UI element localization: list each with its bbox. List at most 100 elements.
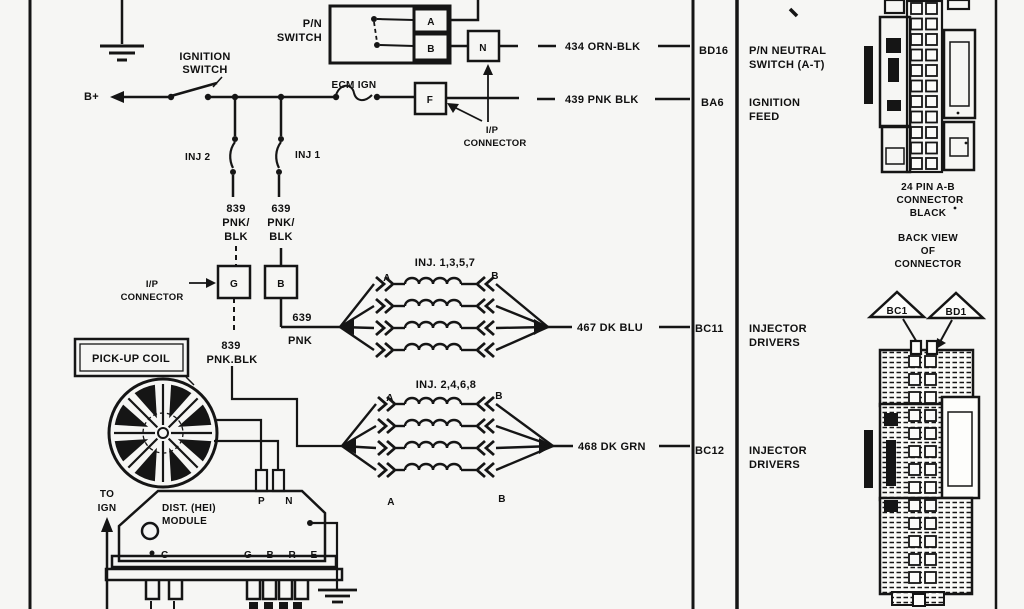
arrow-to-f-box	[447, 103, 459, 113]
scan-speck	[953, 206, 957, 210]
bd1-arrowhead	[936, 338, 946, 349]
b-plus-label: B+	[84, 91, 99, 103]
pin-bc11-desc: DRIVERS	[749, 337, 800, 349]
pickup-coil-label: PICK-UP COIL	[92, 353, 170, 365]
module-title: MODULE	[162, 516, 207, 527]
bd1-pin-target	[925, 339, 939, 356]
wire-639-pnk-label: 639	[292, 312, 311, 324]
ip-connector-label: CONNECTOR	[464, 138, 527, 149]
bd1-label: BD1	[946, 307, 967, 318]
left-arrowhead	[110, 91, 124, 103]
wire-639-pnk-label: PNK	[288, 335, 312, 347]
ignition-switch-label: IGNITION	[179, 51, 230, 63]
scan-speck	[964, 141, 968, 145]
bc1-pin-target	[909, 339, 923, 356]
inj2-switch-blade	[229, 141, 236, 169]
terminal-b-label: B	[427, 44, 435, 55]
module-base-plate-2	[104, 567, 344, 582]
pin-bd16: BD16	[699, 45, 728, 57]
wire-839-routing: 839 PNK.BLK	[207, 340, 342, 448]
pickup-wire-n	[214, 439, 280, 470]
scan-tick-mark	[788, 7, 799, 18]
connector-24pin-front-view: 24 PIN A-B CONNECTOR BLACK	[864, 0, 977, 219]
bd1-flag	[925, 291, 987, 320]
inj2-fuse-branch: INJ 2	[185, 97, 238, 197]
fan2-b-top-label: B	[495, 391, 503, 402]
label-pointer	[212, 76, 223, 88]
back-view-caption: OF	[921, 246, 936, 257]
module-base-plate-1	[110, 554, 338, 569]
fan1-b-label: B	[491, 271, 499, 282]
fan2-b-bottom-label: B	[498, 494, 506, 505]
connector-24pin-caption: BLACK	[910, 208, 947, 219]
module-body	[117, 489, 327, 563]
wire-839-stack-label: 839 PNK/ BLK	[222, 203, 249, 243]
pin-spine	[905, 0, 944, 174]
pin-bc11-desc: INJECTOR	[749, 323, 807, 335]
injector-group-2468: INJ. 2,4,6,8 A B A B 468 DK GRN	[341, 379, 690, 508]
ignition-switch-blade	[170, 81, 218, 98]
fan2-a-bottom-label: A	[387, 497, 395, 508]
inj1-fuse-branch: INJ 1	[275, 97, 320, 197]
dist-hei-module: P N DIST. (HEI) MODULE C G B R E	[104, 468, 357, 609]
pin-cells-back	[908, 355, 937, 584]
wire-839-line2: PNK/	[222, 217, 249, 229]
ecm-ign-fuse-label: ECM IGN	[332, 80, 377, 91]
connector-24pin-caption: 24 PIN A-B	[901, 182, 955, 193]
wire-467-label: 467 DK BLU	[577, 322, 643, 334]
connector-24pin-caption: CONNECTOR	[897, 195, 964, 206]
wire-839-feed	[230, 366, 342, 448]
bc1-label: BC1	[887, 306, 908, 317]
inj2-label: INJ 2	[185, 152, 211, 163]
pn-switch-label: SWITCH	[277, 32, 322, 44]
ip-connector-label: I/P	[486, 125, 499, 136]
inj-group1-label: INJ. 1,3,5,7	[415, 257, 475, 269]
p-terminal-post	[254, 468, 269, 493]
connector-back-view: BACK VIEW OF CONNECTOR BC1 BD1	[864, 233, 987, 607]
ecm-ign-fuse-symbol	[335, 84, 373, 101]
ignition-feed-circuit: B+ IGNITION SWITCH ECM IGN F 439 PNK BLK	[84, 51, 690, 116]
terminal-b2-label: B	[277, 279, 285, 290]
pn-switch-label: P/N	[303, 18, 322, 30]
pin-bc12: BC12	[695, 445, 724, 457]
wire-434-label: 434 ORN-BLK	[565, 41, 640, 53]
ip-connector-g-terminal: G I/P CONNECTOR	[121, 246, 252, 330]
pin-bc12-desc: DRIVERS	[749, 459, 800, 471]
pin-bc11: BC11	[695, 323, 724, 335]
ignition-switch-label: SWITCH	[182, 64, 227, 76]
inj1-switch-blade	[275, 141, 282, 169]
bc1-flag	[866, 290, 928, 319]
terminal-a-label: A	[427, 17, 435, 28]
ip-connector-label-left: CONNECTOR	[121, 292, 184, 303]
ip-connector-callout-top: I/P CONNECTOR	[447, 64, 526, 149]
page-border-lines	[28, 0, 998, 609]
wire-639-line2: PNK/	[267, 217, 294, 229]
pin-cells-top	[910, 2, 938, 170]
distributor-wheel	[107, 377, 219, 489]
pin-bd16-desc: P/N NEUTRAL	[749, 45, 826, 57]
to-ign-callout: TO IGN	[98, 489, 117, 609]
wire-639-line1: 639	[271, 203, 290, 215]
ip-connector-n-terminal: N 434 ORN-BLK	[466, 29, 690, 63]
back-view-caption: CONNECTOR	[895, 259, 962, 270]
wire-839-pnkblk-label: PNK.BLK	[207, 354, 258, 366]
wire-a-to-top	[448, 0, 480, 22]
wire-839-line3: BLK	[224, 231, 248, 243]
to-ign-label: TO	[100, 489, 114, 500]
n-terminal-post	[271, 468, 286, 493]
arrow-to-n-box	[483, 64, 493, 75]
pickup-wire-p	[216, 418, 263, 470]
ip-connector-label-left: I/P	[146, 279, 159, 290]
module-pn-label: P N	[258, 496, 302, 507]
pn-switch: P/N SWITCH A B	[277, 0, 480, 65]
up-arrowhead	[101, 517, 113, 532]
to-ign-label: IGN	[98, 503, 117, 514]
wire-468-label: 468 DK GRN	[578, 441, 646, 453]
terminal-n-label: N	[479, 43, 487, 54]
module-mount-hole	[140, 521, 160, 541]
back-view-caption: BACK VIEW	[898, 233, 958, 244]
pickup-coil: PICK-UP COIL	[73, 337, 280, 489]
pin-ba6: BA6	[701, 97, 724, 109]
